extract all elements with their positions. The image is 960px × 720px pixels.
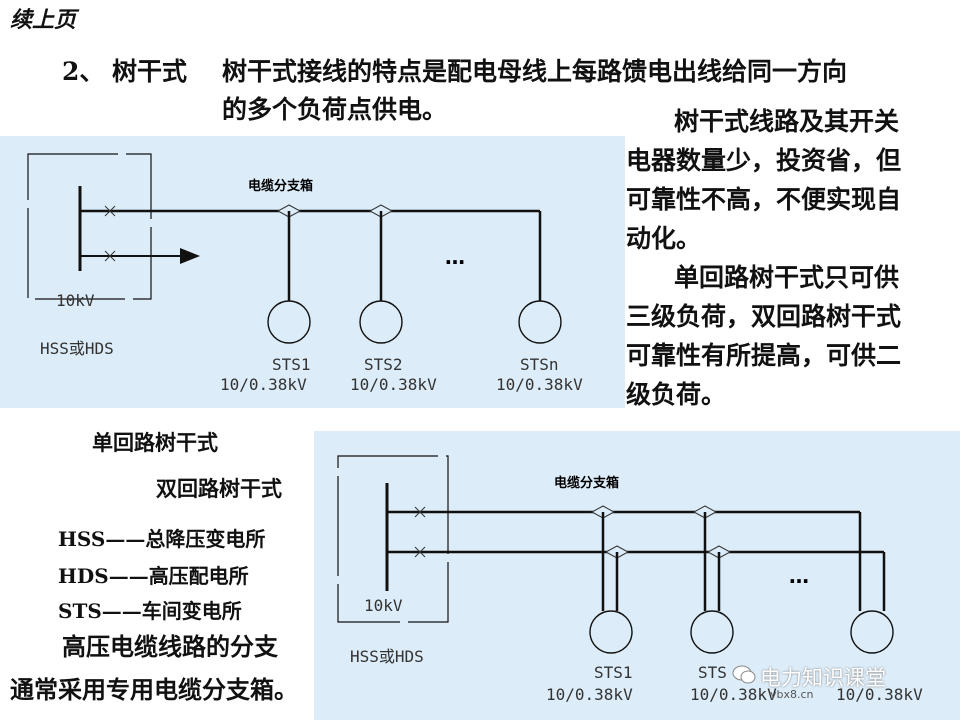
- load-circle-1: [589, 610, 633, 654]
- substation-box: [27, 153, 152, 300]
- legend-abbr: HSS: [58, 527, 106, 551]
- legend-hss: HSS——总降压变电所: [58, 523, 265, 552]
- single-circuit-svg: 电缆分支箱 … 10kV HSS或HDS STS1 STS2 STSn 10/0…: [27, 153, 583, 394]
- load-voltage-1: 10/0.38kV: [546, 685, 633, 704]
- note-line2: 通常采用专用电缆分支箱。: [10, 675, 298, 704]
- legend-abbr: STS: [58, 599, 102, 623]
- arrow-head: [180, 248, 200, 264]
- substation-box: [337, 455, 449, 623]
- watermark-text: 电力知识课堂: [760, 666, 886, 690]
- bus-voltage-label: 10kV: [364, 596, 403, 615]
- caption-double-circuit: 双回路树干式: [156, 476, 282, 501]
- right-para1-line4: 动化。: [626, 224, 702, 253]
- right-para2-line4: 级负荷。: [626, 380, 727, 409]
- single-circuit-diagram: 电缆分支箱 … 10kV HSS或HDS STS1 STS2 STSn 10/0…: [0, 136, 625, 408]
- legend-abbr: HDS: [58, 564, 109, 588]
- load-circle-n: [518, 300, 562, 344]
- right-para2-line2: 三级负荷，双回路树干式: [626, 302, 902, 331]
- load-circle-n: [850, 610, 894, 654]
- load-voltage-n: 10/0.38kV: [836, 685, 923, 704]
- right-para1-line2: 电器数量少，投资省，但: [626, 146, 902, 175]
- right-para2-line1: 单回路树干式只可供: [674, 263, 900, 292]
- load-name-2: STS: [698, 663, 727, 682]
- double-circuit-svg: 电缆分支箱 … 10kV HSS或HDS STS1 STS 10/0.38kV …: [337, 455, 923, 704]
- double-circuit-diagram: 电缆分支箱 … 10kV HSS或HDS STS1 STS 10/0.38kV …: [314, 431, 960, 720]
- watermark-url: ybx8.cn: [770, 688, 814, 701]
- legend-dash: ——: [108, 564, 149, 588]
- branch-box-label: 电缆分支箱: [554, 475, 619, 491]
- caption-single-circuit: 单回路树干式: [92, 430, 218, 455]
- load-name-2: STS2: [364, 355, 403, 374]
- ellipsis: …: [789, 564, 809, 588]
- section-description-line1: 树干式接线的特点是配电母线上每路馈电出线给同一方向: [222, 57, 848, 86]
- section-title: 树干式: [112, 57, 188, 86]
- bus-voltage-label: 10kV: [56, 291, 95, 310]
- branch-box-markers: [590, 505, 732, 559]
- right-para1-line1: 树干式线路及其开关: [674, 107, 900, 136]
- branch-box-label: 电缆分支箱: [248, 178, 313, 194]
- substation-label: HSS或HDS: [40, 339, 114, 358]
- load-name-1: STS1: [594, 663, 633, 682]
- right-explanation: 树干式线路及其开关 电器数量少，投资省，但 可靠性不高，不便实现自 动化。 单回…: [626, 102, 936, 414]
- legend-sts: STS——车间变电所: [58, 595, 242, 624]
- legend-meaning: 高压配电所: [148, 564, 249, 588]
- substation-label: HSS或HDS: [350, 647, 424, 666]
- legend-dash: ——: [101, 599, 142, 623]
- legend-meaning: 车间变电所: [141, 599, 242, 623]
- continued-label: 续上页: [10, 7, 77, 33]
- ellipsis: …: [445, 245, 465, 269]
- load-voltage-2: 10/0.38kV: [690, 685, 777, 704]
- note-line1: 高压电缆线路的分支: [62, 632, 278, 661]
- load-name-1: STS1: [272, 355, 311, 374]
- legend-hds: HDS——高压配电所: [58, 560, 249, 589]
- load-circle-2: [690, 610, 734, 654]
- right-para1-line3: 可靠性不高，不便实现自: [626, 185, 902, 214]
- load-voltage-2: 10/0.38kV: [350, 375, 437, 394]
- chat-bubble-icon: [732, 665, 756, 684]
- right-para2-line3: 可靠性有所提高，可供二: [626, 341, 902, 370]
- load-voltage-1: 10/0.38kV: [220, 375, 307, 394]
- section-number: 2、: [62, 57, 105, 86]
- load-name-n: STSn: [520, 355, 559, 374]
- legend-meaning: 总降压变电所: [145, 527, 266, 551]
- load-circle-2: [359, 300, 403, 344]
- legend-dash: ——: [105, 527, 146, 551]
- section-description-line2: 的多个负荷点供电。: [222, 95, 448, 124]
- load-circle-1: [267, 300, 311, 344]
- load-voltage-n: 10/0.38kV: [496, 375, 583, 394]
